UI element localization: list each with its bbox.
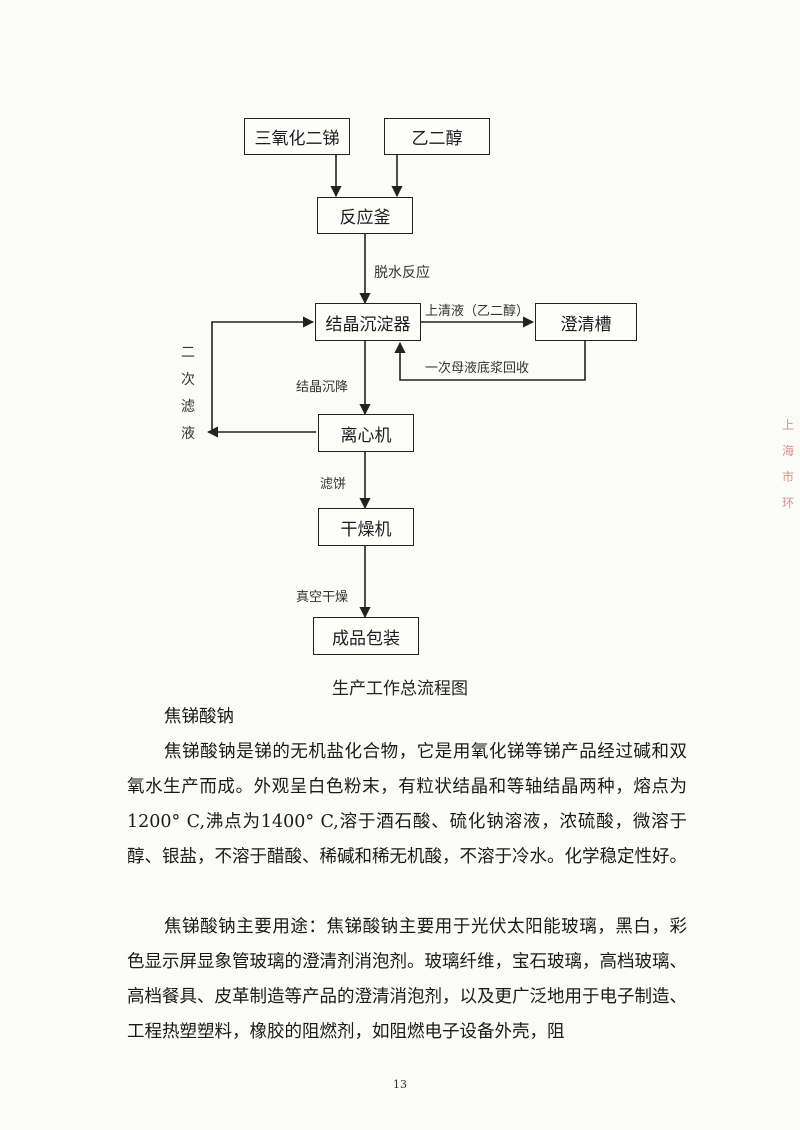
edge-label-crystal-settling: 结晶沉降 [296, 380, 349, 395]
node-ethylene-glycol: 乙二醇 [384, 118, 490, 155]
edge-label-secondary-filtrate: 二次滤液 [181, 345, 195, 442]
node-crystal-settler: 结晶沉淀器 [315, 303, 421, 341]
section-heading: 焦锑酸钠 [164, 707, 234, 727]
page-number: 13 [393, 1078, 407, 1091]
node-dryer: 干燥机 [318, 508, 414, 546]
flowchart-caption: 生产工作总流程图 [332, 679, 468, 699]
edge-label-mother-liquor: 一次母液底浆回收 [425, 361, 530, 376]
edge-label-filter-cake: 滤饼 [320, 477, 347, 492]
edge-label-supernatant: 上清液（乙二醇） [425, 304, 530, 319]
node-antimony-trioxide: 三氧化二锑 [244, 118, 350, 155]
node-reactor: 反应釜 [317, 197, 413, 234]
node-centrifuge: 离心机 [318, 414, 414, 452]
paragraph-description: 焦锑酸钠是锑的无机盐化合物，它是用氧化锑等锑产品经过碱和双氧水生产而成。外观呈白… [127, 742, 687, 867]
edge-label-dehydration: 脱水反应 [374, 265, 430, 281]
flowchart-connectors [206, 155, 586, 619]
node-packaging: 成品包装 [313, 617, 419, 655]
edge-stamp-fragment: 上海市环 [782, 418, 795, 510]
node-clarifier: 澄清槽 [535, 303, 637, 341]
arrow-filtrate-return [211, 316, 315, 432]
edge-label-vacuum-drying: 真空干燥 [296, 590, 349, 605]
arrow-clarifier-return [394, 341, 586, 381]
paragraph-uses: 焦锑酸钠主要用途：焦锑酸钠主要用于光伏太阳能玻璃，黑白，彩色显示屏显象管玻璃的澄… [127, 917, 687, 1042]
